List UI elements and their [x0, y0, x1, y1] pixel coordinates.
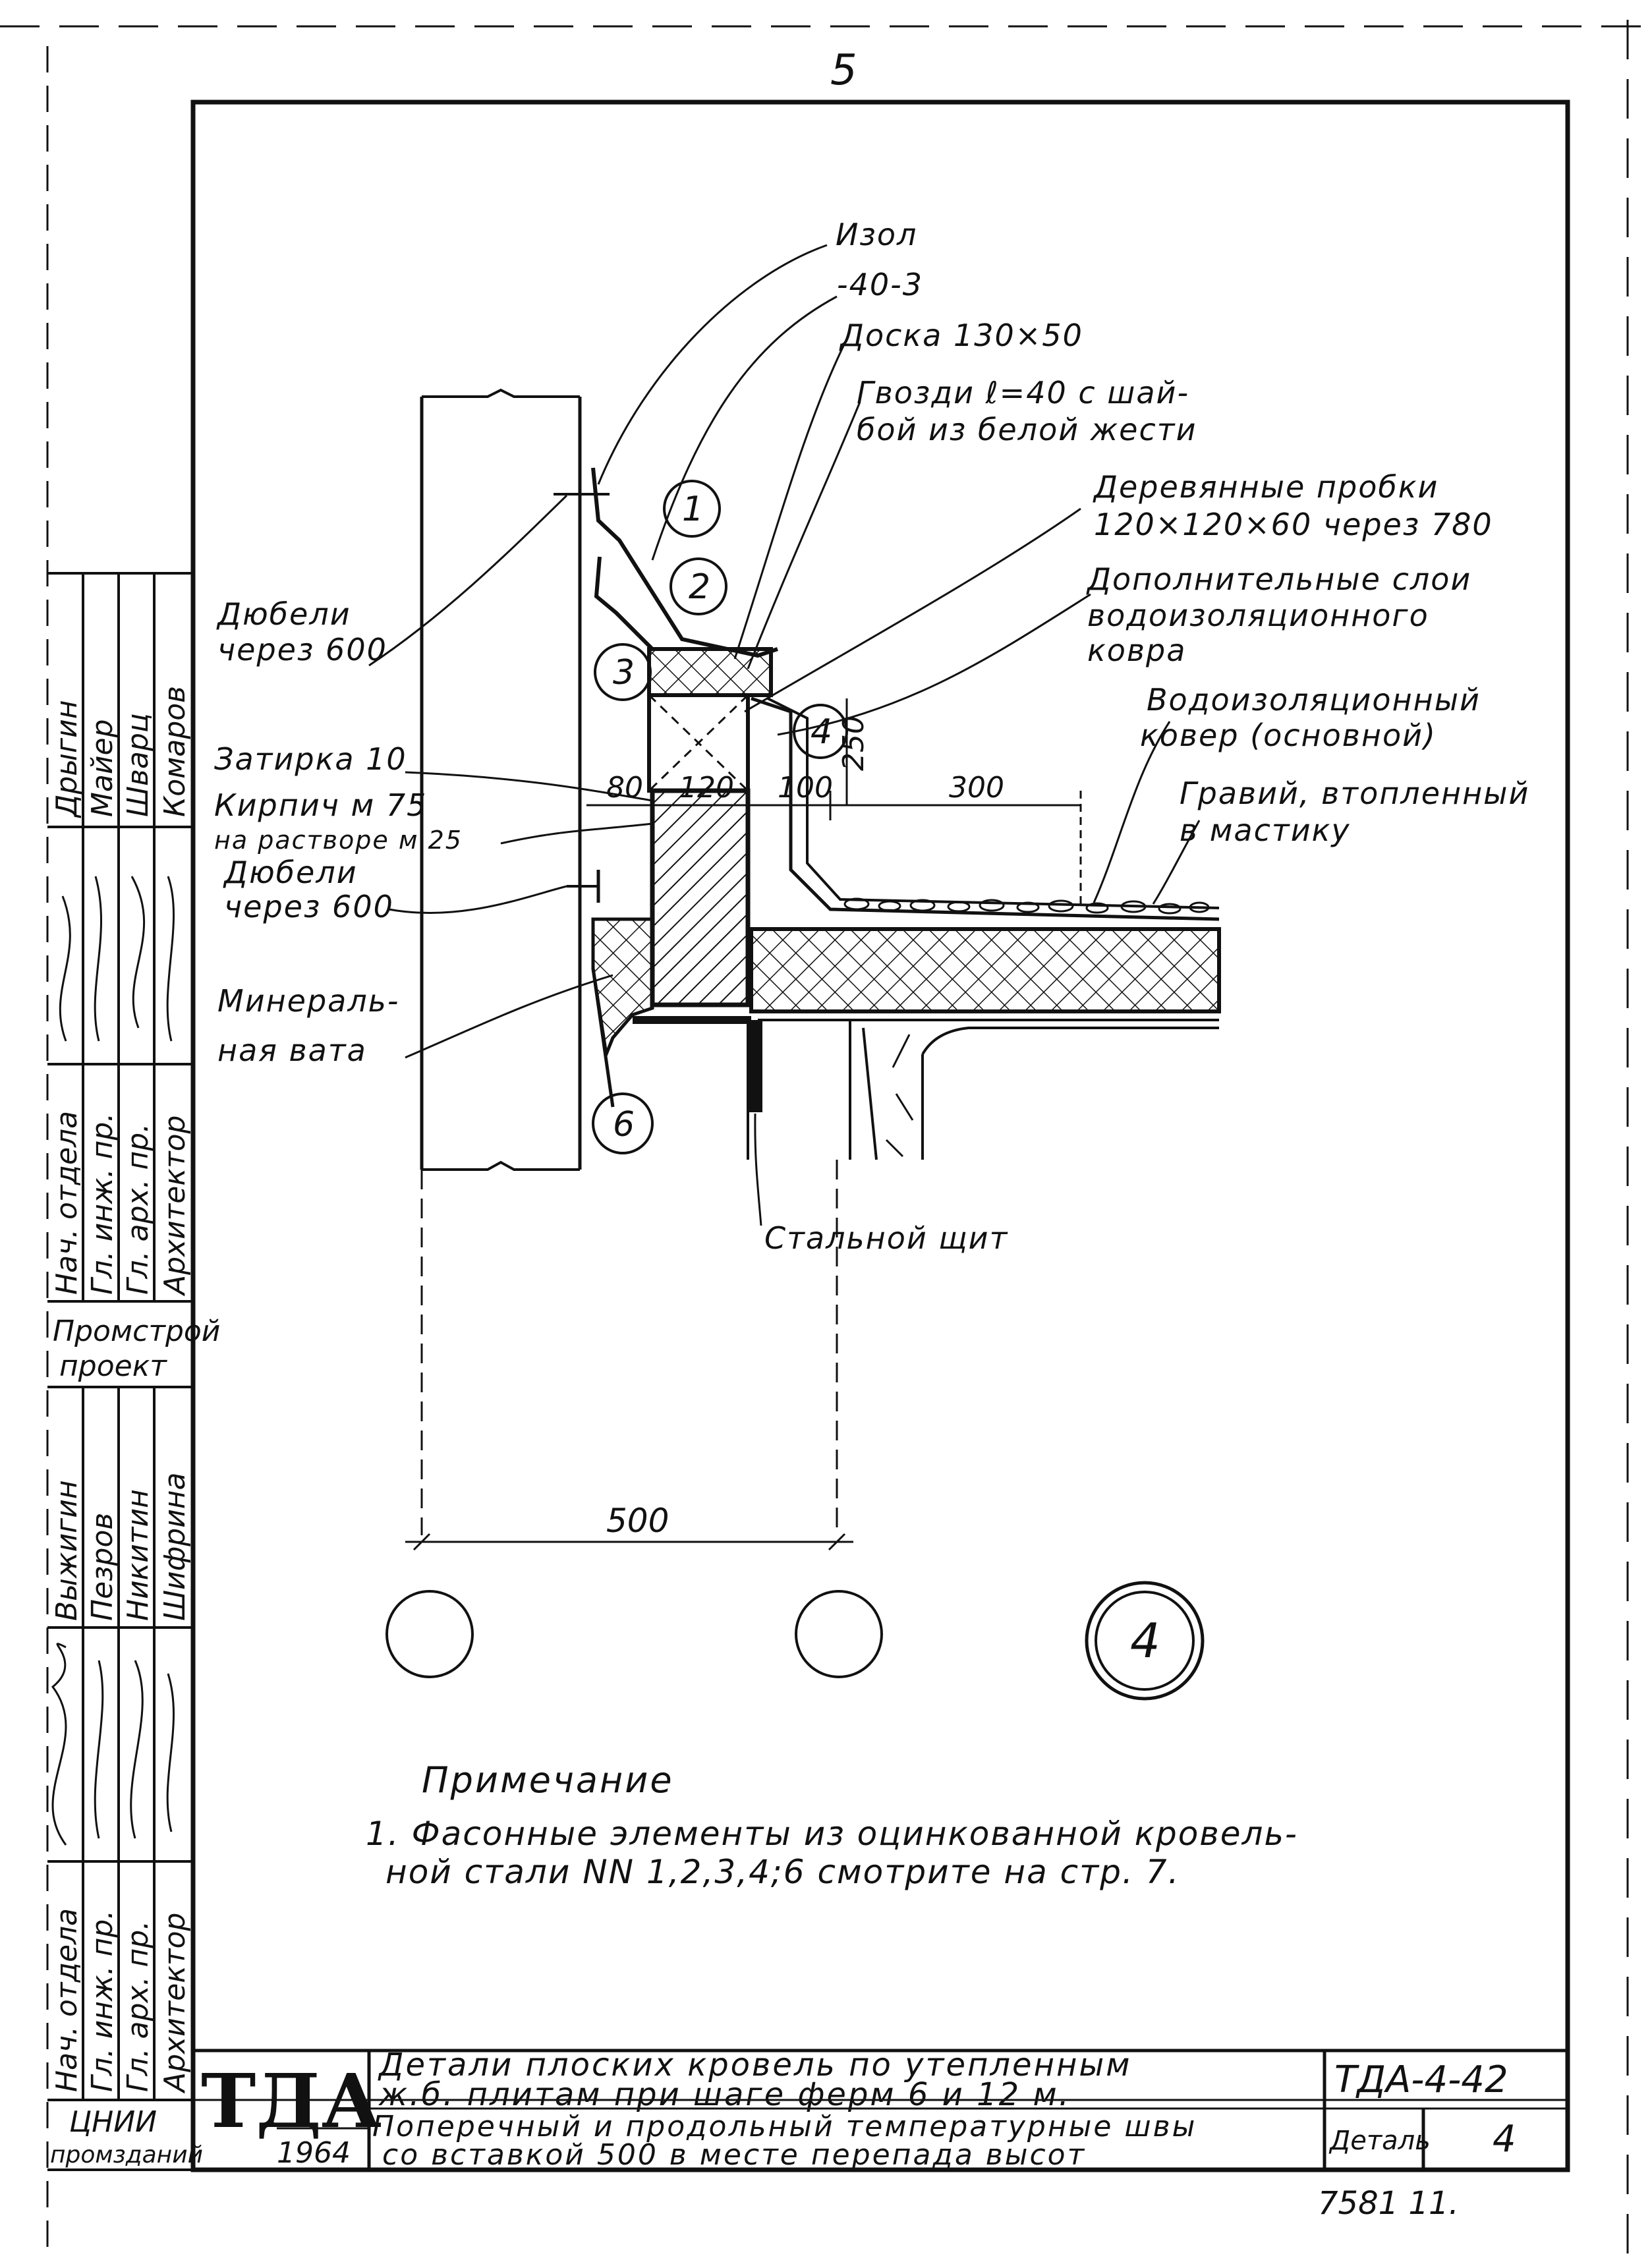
label-dowels-bottom-line1: Дюбели: [223, 855, 358, 890]
page-number: 5: [830, 46, 857, 95]
marker-2-circle: [669, 557, 727, 615]
dim-120: 120: [679, 771, 734, 805]
marker-6: 6: [613, 1105, 635, 1145]
label-nails-line2: бой из белой жести: [857, 412, 1197, 447]
label-extra-line2: водоизоляционного: [1087, 598, 1429, 633]
stamp-upper-org-2: проект: [59, 1349, 167, 1383]
label-steel-shield: Стальной щит: [764, 1220, 1008, 1256]
label-carpet-line1: Водоизоляционный: [1147, 682, 1481, 718]
label-gravel-line1: Гравий, втопленный: [1180, 776, 1529, 811]
stamp-upper-org-1: Промстрой: [53, 1315, 220, 1348]
label-izol: Изол: [836, 217, 917, 252]
stamp-lower-role-1: Нач. отдела: [50, 1908, 84, 2092]
label-plaster: Затирка 10: [214, 741, 407, 777]
stamp-upper-name-3: Шварц: [121, 713, 155, 817]
label-wool-line1: Минераль-: [217, 983, 399, 1019]
stamp-lower-name-3: Никитин: [121, 1489, 155, 1621]
label-extra-line3: ковра: [1087, 633, 1186, 668]
axis-circle-left: [385, 1590, 474, 1678]
marker-4-circle: [793, 704, 848, 759]
dim-80: 80: [606, 771, 643, 805]
marker-4: 4: [811, 712, 832, 752]
marker-1: 1: [682, 490, 704, 529]
stamp-lower-name-4: Шифрина: [158, 1472, 192, 1621]
stamp-lower-role-3: Гл. арх. пр.: [121, 1921, 155, 2092]
stamp-lower-name-2: Пезров: [86, 1513, 119, 1621]
note-heading: Примечание: [422, 1759, 674, 1801]
label-carpet-line2: ковер (основной): [1140, 718, 1437, 753]
drawing-frame: [190, 99, 1570, 2172]
marker-3: 3: [613, 653, 635, 693]
subtitle-line1: Поперечный и продольный температурные шв…: [372, 2110, 1197, 2143]
stamp-lower-role-4: Архитектор: [158, 1913, 192, 2094]
label-dowels-top-line2: через 600: [217, 632, 387, 667]
stamp-lower-name-1: Выжигин: [50, 1480, 84, 1621]
detail-number: 4: [1493, 2118, 1516, 2161]
stamp-upper-name-2: Майер: [86, 719, 119, 817]
title-line1: Детали плоских кровель по утепленным: [378, 2047, 1131, 2083]
stamp-upper-role-4: Архитектор: [158, 1116, 192, 1297]
sheet-number: 7581 11.: [1318, 2185, 1459, 2222]
stamp-lower-org-1: ЦНИИ: [69, 2105, 157, 2139]
label-dowels-bottom-line2: через 600: [224, 889, 394, 924]
title-block: [193, 2049, 1568, 2170]
label-strip: -40-3: [837, 267, 923, 302]
label-dowels-top-line1: Дюбели: [216, 596, 351, 632]
dim-100: 100: [778, 771, 833, 805]
title-line2: ж.б. плитам при шаге ферм 6 и 12 м.: [378, 2076, 1071, 2113]
dim-500: 500: [606, 1502, 669, 1540]
stamp-upper-role-2: Гл. инж. пр.: [86, 1113, 119, 1295]
detail-mark-outer: [1085, 1581, 1205, 1701]
detail-mark-inner: [1095, 1591, 1195, 1691]
marker-2: 2: [689, 567, 710, 607]
stamp-lower-org-2: промзданий: [50, 2141, 203, 2168]
label-gravel-line2: в мастику: [1180, 812, 1351, 848]
subtitle-line2: со вставкой 500 в месте перепада высот: [382, 2138, 1086, 2172]
label-plugs-line2: 120×120×60 через 780: [1094, 507, 1493, 542]
title-logo: ТДА: [201, 2058, 382, 2145]
stamp-upper-name-1: Дрыгин: [50, 700, 84, 818]
stamp-upper-role-3: Гл. арх. пр.: [121, 1123, 155, 1295]
roof-joint-detail: [368, 244, 1221, 1678]
label-brick-line2: на растворе м 25: [214, 826, 463, 855]
label-plugs-line1: Деревянные пробки: [1093, 469, 1438, 505]
note-line2: ной стали NN 1,2,3,4;6 смотрите на стр. …: [385, 1853, 1180, 1891]
title-year: 1964: [277, 2136, 351, 2170]
axis-circle-right: [795, 1590, 883, 1678]
drawing-code: ТДА-4-42: [1334, 2058, 1508, 2101]
label-brick-line1: Кирпич м 75: [214, 787, 427, 823]
label-nails-line1: Гвозди ℓ=40 с шай-: [857, 375, 1189, 411]
marker-1-circle: [663, 480, 721, 538]
marker-3-circle: [594, 643, 652, 701]
detail-mark-number: 4: [1130, 1613, 1160, 1668]
dim-300: 300: [949, 771, 1004, 805]
detail-label: Деталь: [1328, 2126, 1431, 2156]
stamp-lower-role-2: Гл. инж. пр.: [86, 1910, 119, 2092]
label-board: Доска 130×50: [839, 318, 1083, 353]
stamp-upper-role-1: Нач. отдела: [50, 1111, 84, 1295]
dim-250: 250: [837, 716, 870, 771]
note-line1: 1. Фасонные элементы из оцинкованной кро…: [366, 1815, 1298, 1853]
stamp-upper-name-4: Комаров: [158, 686, 192, 817]
label-extra-line1: Дополнительные слои: [1086, 561, 1471, 597]
side-stamp: [47, 572, 193, 2171]
marker-6-circle: [592, 1092, 654, 1154]
label-wool-line2: ная вата: [217, 1033, 367, 1068]
